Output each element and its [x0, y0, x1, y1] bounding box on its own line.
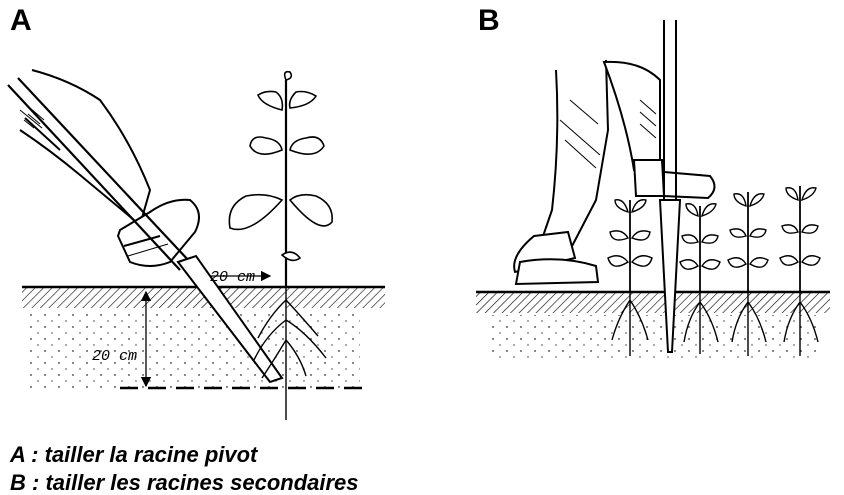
leg-a [20, 70, 199, 266]
plant-b-1 [608, 200, 652, 356]
ground-b [476, 292, 830, 360]
ground-a [22, 287, 385, 388]
panel-a-drawing: 20 cm 20 cm [8, 70, 385, 420]
panel-b-drawing [476, 20, 830, 360]
caption-b: B : tailler les racines secondaires [10, 472, 359, 494]
horizontal-dimension-label: 20 cm [210, 269, 255, 286]
plant-b-4 [780, 186, 820, 356]
legs-b [514, 60, 714, 284]
caption-a: A : tailler la racine pivot [10, 444, 257, 466]
vertical-dimension-label: 20 cm [92, 348, 137, 365]
